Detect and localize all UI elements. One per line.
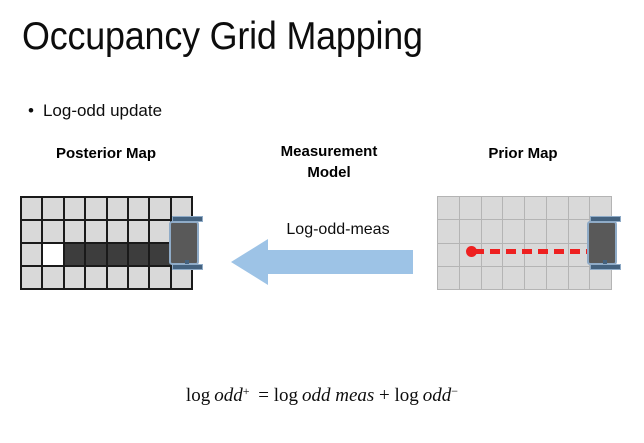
sensor-origin-dot [466, 246, 477, 257]
formula-plus: + [379, 385, 390, 406]
vehicle-body [587, 221, 617, 265]
grid-cell [86, 244, 106, 265]
formula-odd-meas: odd meas [301, 385, 375, 406]
grid-cell [459, 220, 481, 243]
grid-cell [22, 267, 42, 288]
grid-cell [150, 198, 170, 219]
formula-superscript-plus: + [242, 384, 250, 398]
grid-cell [481, 197, 503, 220]
posterior-map-heading: Posterior Map [55, 145, 157, 162]
formula-log-2: log [273, 385, 298, 406]
grid-cell [481, 243, 503, 266]
grid-cell [150, 267, 170, 288]
posterior-grid-cells [22, 198, 191, 288]
arrow-label: Log-odd-meas [286, 221, 390, 238]
grid-cell [43, 244, 63, 265]
log-odd-meas-arrow-left-icon [231, 239, 413, 285]
grid-cell [546, 266, 568, 289]
vehicle-rear-stem [185, 260, 189, 266]
grid-cell [43, 221, 63, 242]
grid-cell [438, 243, 459, 266]
grid-cell [86, 267, 106, 288]
grid-cell [525, 266, 546, 289]
grid-cell [43, 267, 63, 288]
grid-cell [64, 198, 85, 219]
grid-cell [459, 266, 481, 289]
formula-log-3: log [394, 385, 419, 406]
formula-log-1: log [185, 385, 211, 406]
grid-cell [503, 197, 524, 220]
grid-cell [546, 243, 568, 266]
grid-cell [503, 243, 524, 266]
measurement-model-heading: Measurement Model [246, 141, 412, 183]
grid-cell [525, 197, 546, 220]
grid-cell [459, 197, 481, 220]
grid-cell [171, 267, 191, 288]
vehicle-body [169, 221, 199, 265]
grid-cell [43, 198, 63, 219]
grid-cell [438, 197, 459, 220]
grid-cell [438, 220, 459, 243]
grid-cell [64, 221, 85, 242]
grid-cell [150, 221, 170, 242]
vehicle-rear-stem [603, 260, 607, 266]
grid-cell [128, 244, 149, 265]
grid-cell [64, 267, 85, 288]
bullet-list-item: • Log-odd update [28, 101, 162, 120]
grid-cell [481, 220, 503, 243]
grid-cell [86, 221, 106, 242]
vehicle-icon-posterior [165, 208, 203, 278]
grid-cell [107, 267, 127, 288]
grid-cell [590, 266, 611, 289]
formula-superscript-minus: − [451, 384, 459, 398]
bullet-item-label: Log-odd update [42, 101, 163, 120]
grid-cell [438, 266, 459, 289]
grid-cell [22, 244, 42, 265]
measurement-ray-dashed-line [474, 249, 589, 254]
bullet-dot-icon: • [28, 101, 34, 120]
grid-cell [568, 266, 590, 289]
grid-cell [128, 221, 149, 242]
grid-cell [525, 243, 546, 266]
grid-cell [86, 198, 106, 219]
grid-cell [525, 220, 546, 243]
page-title: Occupancy Grid Mapping [22, 15, 423, 58]
measurement-model-heading-line2: Model [307, 164, 351, 181]
grid-cell [568, 220, 590, 243]
grid-cell [568, 197, 590, 220]
grid-cell [107, 221, 127, 242]
grid-cell [503, 220, 524, 243]
measurement-model-heading-line1: Measurement [280, 143, 378, 160]
grid-cell [128, 198, 149, 219]
grid-cell [22, 221, 42, 242]
prior-map-heading: Prior Map [488, 145, 558, 162]
grid-cell [107, 198, 127, 219]
grid-cell [64, 244, 85, 265]
grid-cell [503, 266, 524, 289]
posterior-occupancy-grid [20, 196, 193, 290]
grid-cell [128, 267, 149, 288]
grid-cell [546, 197, 568, 220]
grid-cell [546, 220, 568, 243]
vehicle-rear-axle [172, 264, 203, 270]
grid-cell [171, 198, 191, 219]
grid-cell [150, 244, 170, 265]
formula-equals: = [258, 385, 269, 406]
formula-odd-3: odd [422, 385, 452, 406]
grid-cell [22, 198, 42, 219]
vehicle-icon-prior [583, 208, 621, 278]
grid-cell [107, 244, 127, 265]
formula-odd-1: odd [214, 385, 243, 406]
vehicle-rear-axle [590, 264, 621, 270]
grid-cell [481, 266, 503, 289]
grid-cell [590, 197, 611, 220]
